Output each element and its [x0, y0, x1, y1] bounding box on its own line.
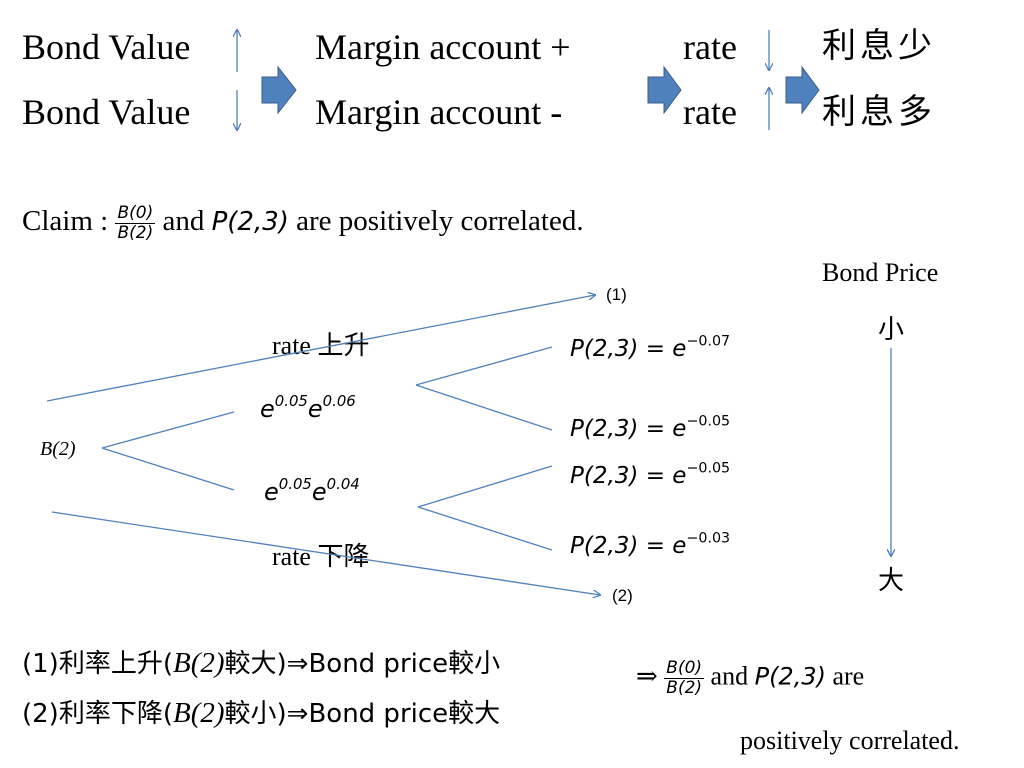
claim-fraction-numerator: B(0)	[115, 203, 156, 224]
marker-1: (1)	[606, 285, 627, 304]
interest-more: 利息多	[822, 92, 936, 132]
margin-account-minus: Margin account -	[315, 92, 563, 132]
rate-up-label: rate 上升	[272, 331, 369, 361]
claim-suffix: are positively correlated.	[296, 205, 584, 238]
bond-price-large: 大	[878, 566, 905, 596]
leaf-2: P(2,3) = e−0.05	[570, 413, 731, 442]
margin-account-plus: Margin account +	[315, 27, 571, 67]
claim-prefix: Claim :	[22, 205, 109, 238]
leaf-4: P(2,3) = e−0.03	[570, 530, 731, 559]
long-arrow-up-icon	[46, 295, 595, 402]
block-arrow-icon	[785, 65, 820, 115]
block-arrow-icon	[647, 65, 682, 115]
claim-fraction: B(0)B(2)	[115, 203, 156, 243]
conclusion-line-2: (2)利率下降(B(2)較小)⇒Bond price較大	[22, 697, 501, 729]
rate-up-text: rate 上升	[272, 331, 370, 360]
conclusion-claim: ⇒ B(0)B(2) and P(2,3) are	[636, 658, 865, 698]
claim-fraction-denominator: B(2)	[117, 223, 154, 243]
bond-price-title: Bond Price	[822, 258, 939, 287]
bond-value-row2: Bond Value	[22, 92, 190, 132]
binomial-tree-lines	[101, 346, 553, 551]
conclusion-line-1: (1)利率上升(B(2)較大)⇒Bond price較小	[22, 647, 501, 679]
conclusion-fraction: B(0)B(2)	[664, 658, 705, 698]
bond-value-label-1: Bond Value	[22, 27, 191, 67]
bond-price-small: 小	[878, 315, 905, 345]
rate-down-label: rate 下降	[272, 542, 369, 572]
leaf-1: P(2,3) = e−0.07	[570, 333, 731, 362]
claim-and: and	[162, 205, 205, 238]
block-arrow-icon	[261, 65, 297, 115]
implies-symbol: ⇒	[636, 661, 658, 691]
interest-less: 利息少	[822, 26, 936, 66]
claim-line: Claim : B(0)B(2) and P(2,3) are positive…	[22, 204, 584, 243]
tree-root-b2: B(2)	[40, 438, 76, 460]
leaf-3: P(2,3) = e−0.05	[570, 460, 731, 489]
claim-p23: P(2,3)	[211, 207, 289, 238]
conclusion-positively: positively correlated.	[740, 726, 960, 755]
rate-label-1: rate	[683, 27, 737, 67]
node-up-value: e0.05e0.06	[260, 391, 356, 423]
node-down-value: e0.05e0.04	[264, 474, 360, 506]
long-arrow-down-icon	[51, 511, 600, 595]
bond-value-label-2: Bond Value	[22, 92, 191, 132]
marker-2: (2)	[612, 586, 633, 605]
rate-down-text: rate 下降	[272, 542, 370, 571]
bond-value-row1: Bond Value	[22, 27, 190, 67]
rate-label-2: rate	[683, 92, 737, 132]
